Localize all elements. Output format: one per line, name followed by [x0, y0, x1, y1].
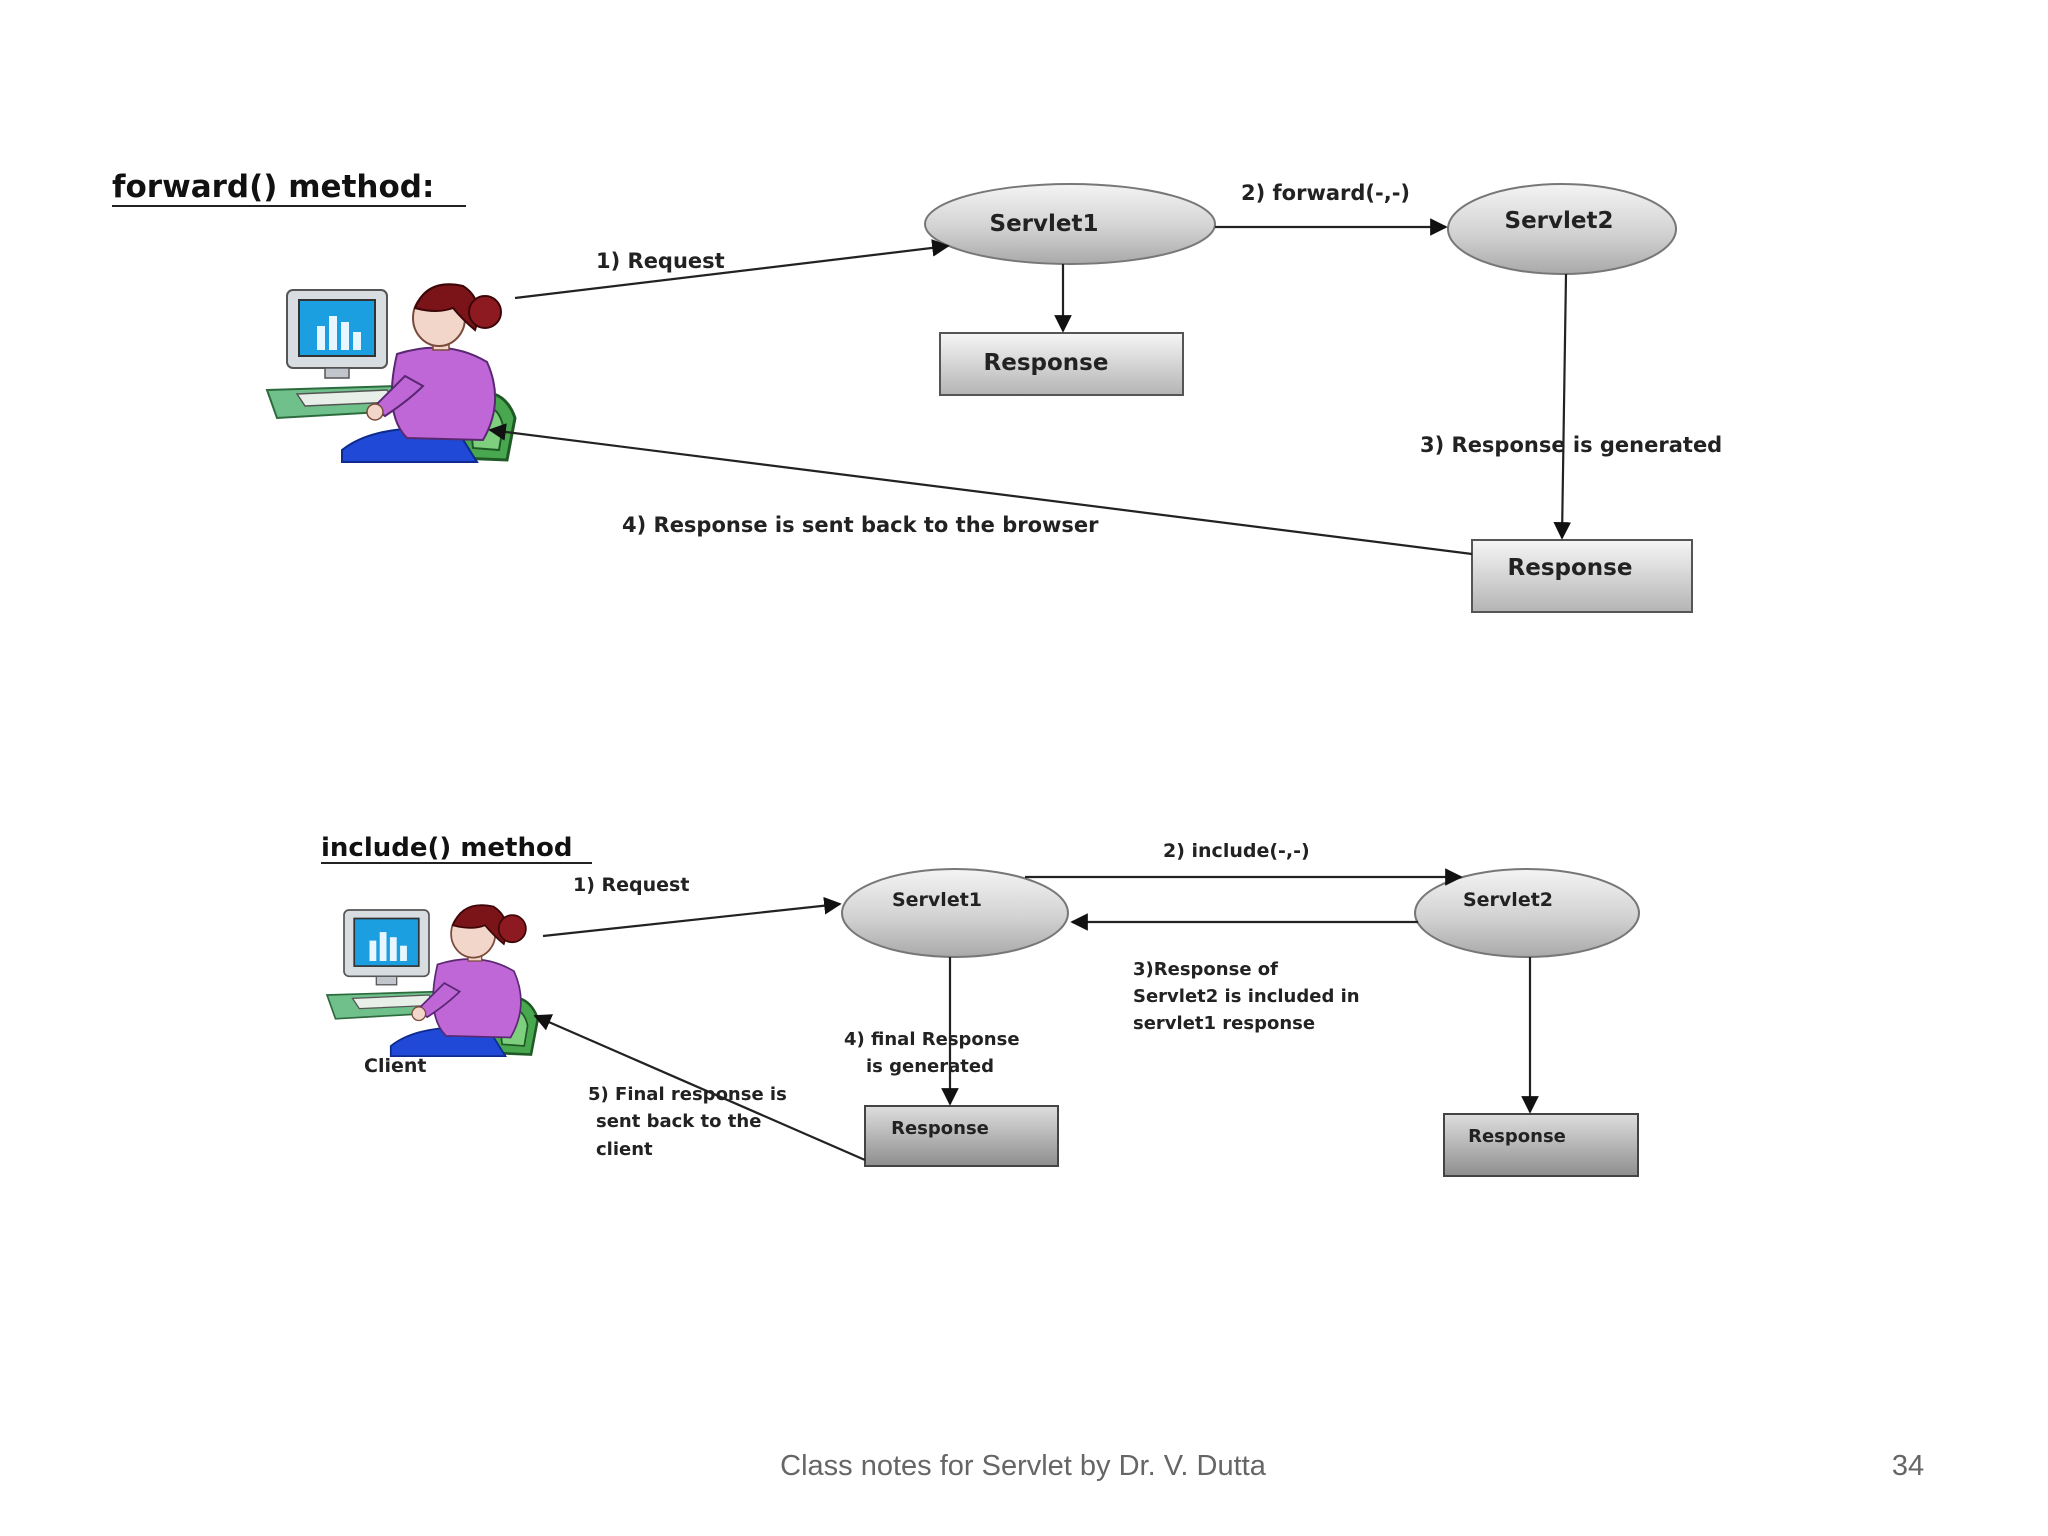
- include-step4-label: 4) final Response is generated: [844, 1029, 1026, 1077]
- include-servlet1-label: Servlet1: [892, 889, 982, 911]
- include-response2-box: Response: [1443, 1113, 1639, 1177]
- include-response1-label: Response: [891, 1118, 989, 1139]
- forward-title: forward() method:: [112, 169, 434, 205]
- forward-response2-box: Response: [1471, 539, 1693, 613]
- include-servlet2-node: Servlet2: [1414, 868, 1640, 958]
- forward-step4-label: 4) Response is sent back to the browser: [622, 513, 1099, 537]
- forward-servlet1-node: Servlet1: [924, 183, 1216, 265]
- forward-response1-box: Response: [939, 332, 1184, 396]
- forward-request-arrow: [514, 239, 950, 300]
- include-servlet2-label: Servlet2: [1463, 889, 1553, 911]
- forward-response1-label: Response: [984, 350, 1109, 376]
- include-step5-line1: 5) Final response is: [588, 1084, 787, 1105]
- forward-client-icon: [265, 282, 517, 464]
- footer-note: Class notes for Servlet by Dr. V. Dutta: [780, 1450, 1267, 1482]
- include-response-to-client-arrow: [533, 1014, 866, 1162]
- include-step3-label: 3)Response of Servlet2 is included in se…: [1133, 959, 1366, 1034]
- forward-servlet2-to-response-arrow: [1553, 273, 1572, 540]
- include-client-label: Client: [364, 1055, 426, 1077]
- include-step3-line1: 3)Response of: [1133, 959, 1278, 980]
- include-title: include() method: [321, 833, 572, 863]
- include-servlet1-node: Servlet1: [841, 868, 1069, 958]
- include-client-icon: [325, 903, 540, 1058]
- forward-servlet1-label: Servlet1: [990, 211, 1099, 237]
- include-step3-line2: Servlet2 is included in: [1133, 986, 1360, 1007]
- include-response2-label: Response: [1468, 1126, 1566, 1147]
- include-step5-line2: sent back to the: [596, 1111, 761, 1132]
- forward-response-to-client-arrow: [488, 423, 1473, 556]
- include-step1-label: 1) Request: [573, 874, 689, 896]
- page-number: 34: [1892, 1450, 1924, 1482]
- forward-step1-label: 1) Request: [596, 249, 725, 273]
- include-response1-box: Response: [864, 1105, 1059, 1167]
- include-step3-line3: servlet1 response: [1133, 1013, 1315, 1034]
- forward-step2-label: 2) forward(-,-): [1241, 181, 1410, 205]
- forward-step3-label: 3) Response is generated: [1420, 433, 1722, 457]
- include-step5-label: 5) Final response is sent back to the cl…: [588, 1084, 793, 1160]
- forward-servlet2-node: Servlet2: [1447, 183, 1677, 275]
- include-step5-line3: client: [596, 1139, 653, 1160]
- forward-response2-label: Response: [1508, 555, 1633, 581]
- include-step2-label: 2) include(-,-): [1163, 840, 1310, 862]
- include-step4-line2: is generated: [866, 1056, 994, 1077]
- include-step4-line1: 4) final Response: [844, 1029, 1020, 1050]
- forward-servlet2-label: Servlet2: [1505, 208, 1614, 234]
- include-request-arrow: [542, 896, 842, 938]
